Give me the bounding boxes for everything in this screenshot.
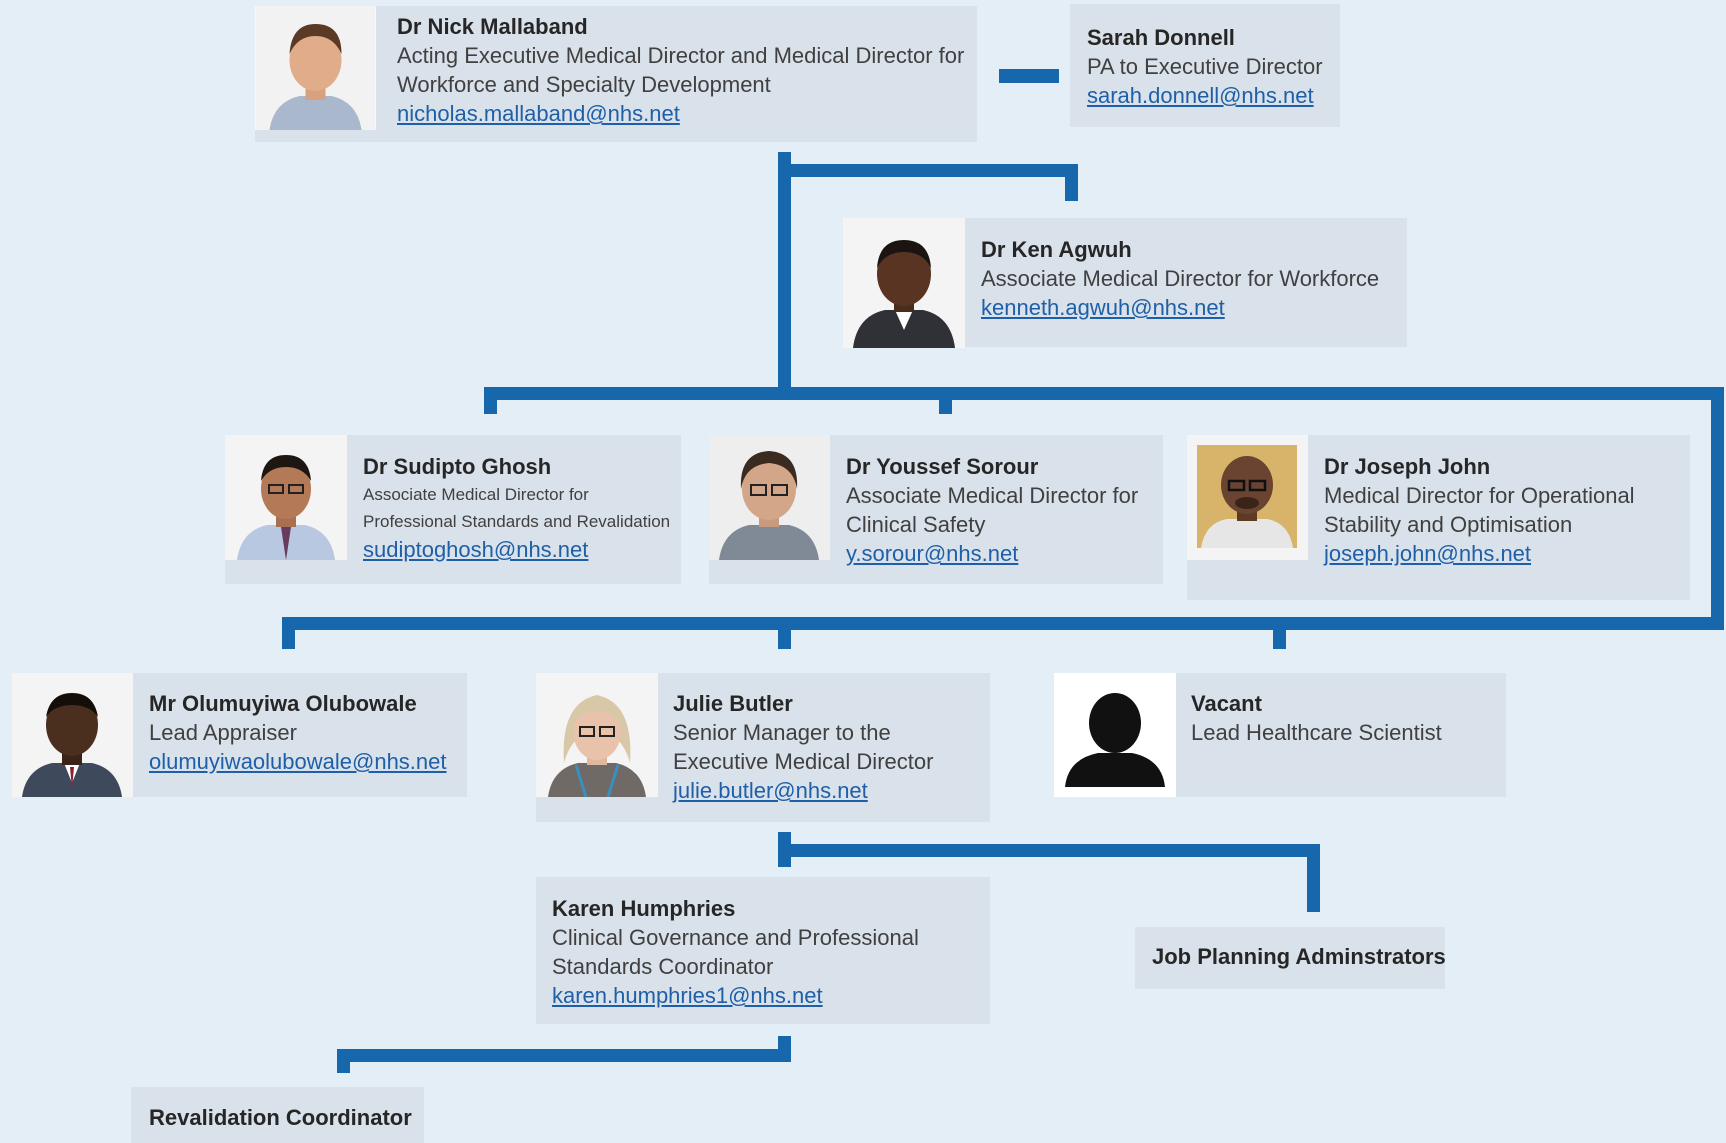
connector-vacant-v [1273, 617, 1286, 649]
connector-agwuh-v [1065, 164, 1078, 201]
info-olubowale: Mr Olumuyiwa Olubowale Lead Appraiser ol… [149, 689, 464, 776]
info-donnell: Sarah Donnell PA to Executive Director s… [1087, 23, 1337, 110]
connector-level3-h [282, 617, 1724, 630]
email-link[interactable]: joseph.john@nhs.net [1324, 541, 1532, 566]
person-name: Dr Nick Mallaband [397, 14, 588, 39]
connector-agwuh-h [778, 164, 1078, 177]
email-link[interactable]: kenneth.agwuh@nhs.net [981, 295, 1225, 320]
connector-right-v [1711, 387, 1724, 630]
connector-donnell [999, 69, 1059, 83]
info-mallaband: Dr Nick Mallaband Acting Executive Medic… [397, 12, 967, 128]
connector-jobplanning-h [778, 844, 1320, 857]
person-silhouette-icon [1054, 673, 1176, 797]
person-role: Associate Medical Director for Workforce [981, 266, 1380, 291]
photo-mallaband [255, 6, 376, 130]
card-job-planning [1135, 927, 1445, 989]
card-donnell [1070, 4, 1340, 127]
person-role: Clinical Governance and Professional Sta… [552, 925, 919, 979]
person-name: Sarah Donnell [1087, 25, 1235, 50]
person-role: Lead Healthcare Scientist [1191, 720, 1442, 745]
job-planning-label: Job Planning Adminstrators [1152, 944, 1446, 969]
person-name: Karen Humphries [552, 896, 736, 921]
connector-revalidation-v [337, 1049, 350, 1073]
email-link[interactable]: karen.humphries1@nhs.net [552, 983, 823, 1008]
person-photo-icon [225, 435, 347, 560]
connector-olubowale-v [282, 617, 295, 649]
card-revalidation [131, 1087, 424, 1143]
person-name: Julie Butler [673, 691, 793, 716]
connector-butler-v [778, 617, 791, 649]
person-role: Acting Executive Medical Director and Me… [397, 43, 965, 97]
photo-ghosh [225, 435, 347, 560]
photo-olubowale [12, 673, 133, 797]
connector-jobplanning-v [1307, 844, 1320, 912]
card-humphries [536, 877, 990, 1024]
connector-main-vertical [778, 152, 791, 394]
connector-sorour-v [939, 387, 952, 414]
person-photo-icon [843, 218, 965, 348]
photo-agwuh [843, 218, 965, 348]
info-vacant: Vacant Lead Healthcare Scientist [1191, 689, 1491, 747]
photo-vacant [1054, 673, 1176, 797]
person-name: Dr Youssef Sorour [846, 454, 1039, 479]
email-link[interactable]: nicholas.mallaband@nhs.net [397, 101, 680, 126]
person-role: PA to Executive Director [1087, 54, 1323, 79]
person-photo-icon [709, 435, 830, 560]
person-role: Associate Medical Director for Professio… [363, 485, 671, 531]
person-photo-icon [1187, 435, 1308, 560]
email-link[interactable]: julie.butler@nhs.net [673, 778, 868, 803]
person-name: Dr Sudipto Ghosh [363, 454, 552, 479]
person-name: Vacant [1191, 691, 1262, 716]
person-name: Dr Ken Agwuh [981, 237, 1132, 262]
person-photo-icon [12, 673, 133, 797]
revalidation-label: Revalidation Coordinator [149, 1105, 412, 1130]
connector-level2-h [484, 387, 1724, 400]
connector-ghosh-v [484, 387, 497, 414]
info-john: Dr Joseph John Medical Director for Oper… [1324, 452, 1684, 568]
photo-john [1187, 435, 1308, 560]
info-sorour: Dr Youssef Sorour Associate Medical Dire… [846, 452, 1156, 568]
email-link[interactable]: y.sorour@nhs.net [846, 541, 1019, 566]
person-name: Mr Olumuyiwa Olubowale [149, 691, 417, 716]
email-link[interactable]: olumuyiwaolubowale@nhs.net [149, 749, 447, 774]
photo-sorour [709, 435, 830, 560]
person-photo-icon [536, 673, 658, 797]
person-role: Medical Director for Operational Stabili… [1324, 483, 1635, 537]
person-photo-icon [255, 6, 376, 130]
info-ghosh: Dr Sudipto Ghosh Associate Medical Direc… [363, 452, 673, 564]
email-link[interactable]: sudiptoghosh@nhs.net [363, 537, 589, 562]
person-name: Dr Joseph John [1324, 454, 1491, 479]
info-humphries: Karen Humphries Clinical Governance and … [552, 894, 972, 1010]
info-butler: Julie Butler Senior Manager to the Execu… [673, 689, 973, 805]
photo-butler [536, 673, 658, 797]
info-agwuh: Dr Ken Agwuh Associate Medical Director … [981, 235, 1401, 322]
person-role: Senior Manager to the Executive Medical … [673, 720, 934, 774]
email-link[interactable]: sarah.donnell@nhs.net [1087, 83, 1314, 108]
person-role: Associate Medical Director for Clinical … [846, 483, 1139, 537]
person-role: Lead Appraiser [149, 720, 297, 745]
connector-revalidation-h [337, 1049, 791, 1062]
